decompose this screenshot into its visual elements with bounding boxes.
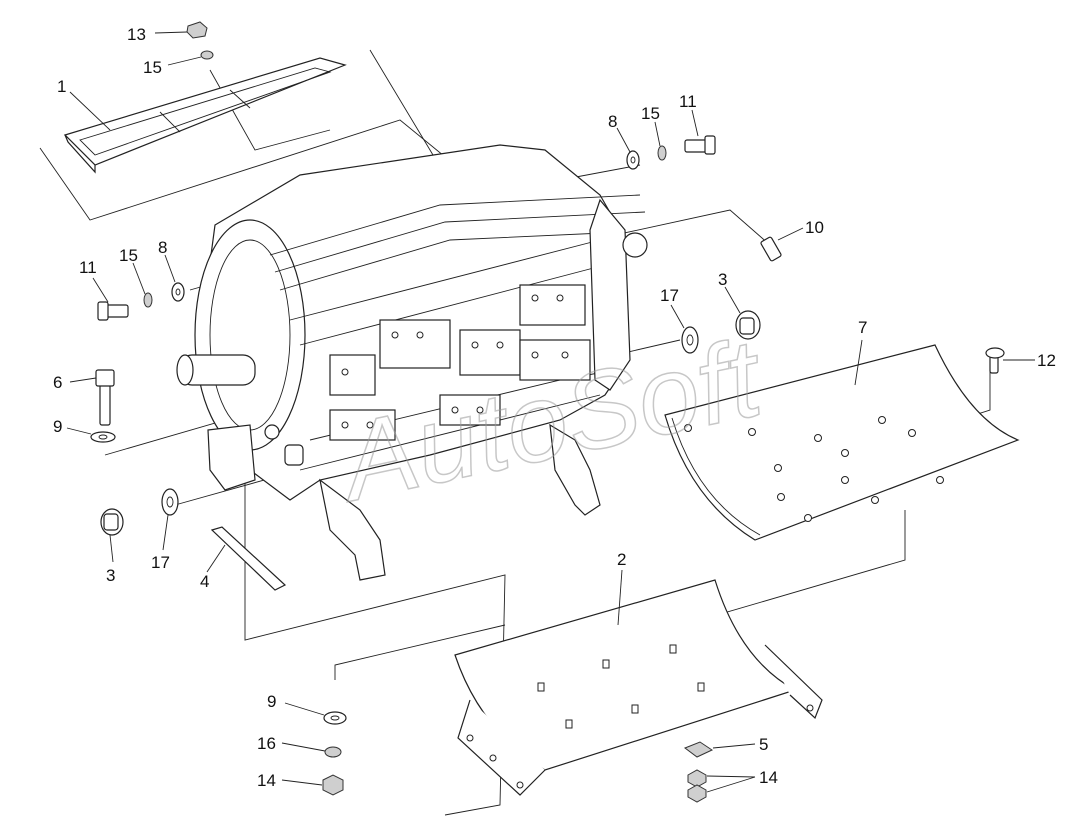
callout-8-left: 8	[158, 238, 167, 257]
callout-12: 12	[1037, 351, 1056, 370]
callout-16: 16	[257, 734, 276, 753]
callout-13: 13	[127, 25, 146, 44]
callout-8-right: 8	[608, 112, 617, 131]
callout-10: 10	[805, 218, 824, 237]
callout-labels: 13 15 1 8 15 11 10 11 15 8 17 3 7 12 6 9…	[53, 25, 1056, 790]
part-4-strip	[210, 526, 287, 591]
plate-7-holes	[684, 416, 944, 522]
callout-14-right: 14	[759, 768, 778, 787]
part-1-top-cover	[63, 57, 347, 174]
callout-5: 5	[759, 735, 768, 754]
fasteners	[90, 21, 1005, 803]
callout-14-left: 14	[257, 771, 276, 790]
callout-11-right: 11	[679, 92, 697, 111]
part-7-concave-plate	[664, 344, 1020, 541]
part-2-lower-plate	[454, 579, 823, 796]
callout-3-left: 3	[106, 566, 115, 585]
plate-2-slots	[537, 644, 705, 729]
callout-9-bottom: 9	[267, 692, 276, 711]
callout-3-right: 3	[718, 270, 727, 289]
leader-lines	[66, 31, 1035, 793]
callout-6: 6	[53, 373, 62, 392]
callout-11-left: 11	[79, 258, 97, 277]
callout-7: 7	[858, 318, 867, 337]
callout-2: 2	[617, 550, 626, 569]
callout-15-right: 15	[641, 104, 660, 123]
callout-17-right: 17	[660, 286, 679, 305]
callout-1: 1	[57, 77, 66, 96]
callout-9-left: 9	[53, 417, 62, 436]
callout-15-top: 15	[143, 58, 162, 77]
callout-15-left: 15	[119, 246, 138, 265]
drum-assembly	[176, 144, 648, 581]
bolt-heads	[341, 294, 569, 429]
callout-4: 4	[200, 572, 209, 591]
callout-17-left: 17	[151, 553, 170, 572]
